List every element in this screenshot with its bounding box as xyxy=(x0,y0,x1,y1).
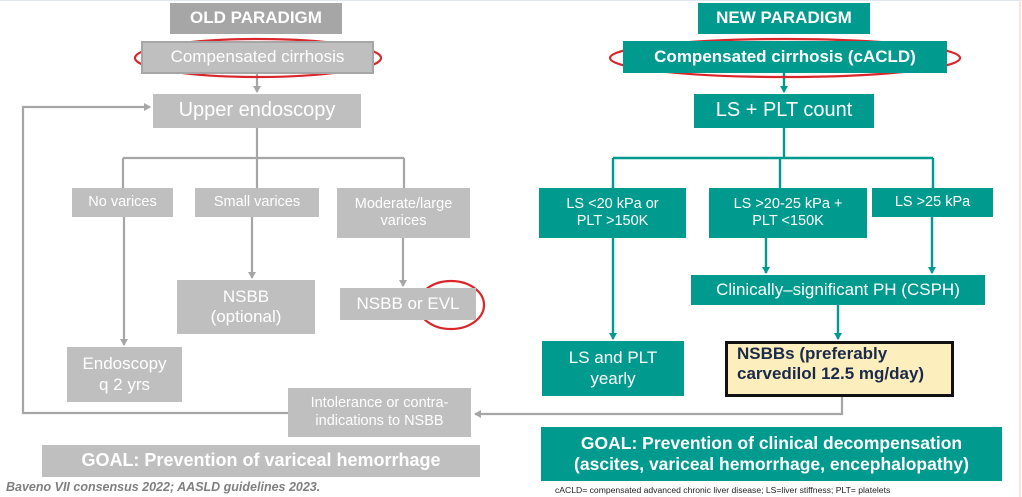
old-start-label: Compensated cirrhosis xyxy=(143,43,372,72)
new-goal-line1: GOAL: Prevention of clinical decompensat… xyxy=(580,433,963,454)
new-start-node: Compensated cirrhosis (cACLD) xyxy=(623,41,947,73)
old-goal-box: GOAL: Prevention of variceal hemorrhage xyxy=(42,445,480,477)
new-paradigm-title: NEW PARADIGM xyxy=(698,3,870,34)
old-intolerance-line1: Intolerance or contra- xyxy=(310,395,449,412)
new-yearly-line2: yearly xyxy=(590,368,636,388)
new-ls-plt-count-node: LS + PLT count xyxy=(694,94,874,128)
citation-text: Baveno VII consensus 2022; AASLD guideli… xyxy=(6,480,321,494)
new-branch-ls-20-25: LS >20-25 kPa + PLT <150K xyxy=(709,188,867,238)
old-moderate-large-line2: varices xyxy=(380,213,427,229)
old-endoscopy-line1: Endoscopy xyxy=(82,354,167,374)
old-nsbb-optional-line2: (optional) xyxy=(210,307,282,326)
old-no-varices-node: No varices xyxy=(72,188,173,217)
old-nsbb-optional-node: NSBB (optional) xyxy=(177,280,315,334)
new-goal-box: GOAL: Prevention of clinical decompensat… xyxy=(541,427,1002,481)
new-branch-2-line1: LS >20-25 kPa + xyxy=(733,195,843,212)
old-small-varices-node: Small varices xyxy=(195,188,319,217)
new-goal-line2: (ascites, variceal hemorrhage, encephalo… xyxy=(574,454,969,474)
old-nsbb-optional-line1: NSBB xyxy=(222,286,270,306)
old-moderate-large-node: Moderate/large varices xyxy=(337,188,470,238)
new-yearly-line1: LS and PLT xyxy=(568,348,658,368)
old-start-node: Compensated cirrhosis xyxy=(141,41,374,74)
old-loop-back xyxy=(21,103,288,415)
old-endoscopy-q2yrs-node: Endoscopy q 2 yrs xyxy=(67,347,182,402)
new-branch-ls-under-20: LS <20 kPa or PLT >150K xyxy=(539,188,686,238)
old-paradigm-title: OLD PARADIGM xyxy=(170,3,342,34)
new-ls-plt-yearly-node: LS and PLT yearly xyxy=(542,341,684,396)
new-branch-ls-over-25: LS >25 kPa xyxy=(872,188,993,217)
old-moderate-large-line1: Moderate/large xyxy=(354,195,453,212)
old-start-highlight-ellipse xyxy=(133,37,383,79)
old-intolerance-node: Intolerance or contra- indications to NS… xyxy=(288,388,471,437)
new-nsbb-treatment-node: NSBBs (preferably carvedilol 12.5 mg/day… xyxy=(725,341,954,397)
new-start-highlight-ellipse xyxy=(608,37,962,79)
new-branch-1-line2: PLT >150K xyxy=(576,213,649,229)
old-endoscopy-line2: q 2 yrs xyxy=(98,374,151,394)
right-border xyxy=(1019,0,1021,497)
new-branch-1-line1: LS <20 kPa or xyxy=(566,195,659,212)
old-nsbb-or-evl-node: NSBB or EVL xyxy=(340,288,476,320)
new-branch-2-line2: PLT <150K xyxy=(752,213,824,229)
new-treatment-line1: NSBBs (preferably xyxy=(737,344,888,363)
top-border xyxy=(0,0,1022,1)
abbreviations-text: cACLD= compensated advanced chronic live… xyxy=(555,485,891,495)
old-intolerance-line2: indications to NSBB xyxy=(315,412,444,429)
new-to-old-intolerance xyxy=(474,397,844,418)
new-csph-node: Clinically–significant PH (CSPH) xyxy=(691,275,985,305)
new-treatment-line2: carvedilol 12.5 mg/day) xyxy=(737,364,925,384)
old-upper-endoscopy-node: Upper endoscopy xyxy=(153,94,361,128)
